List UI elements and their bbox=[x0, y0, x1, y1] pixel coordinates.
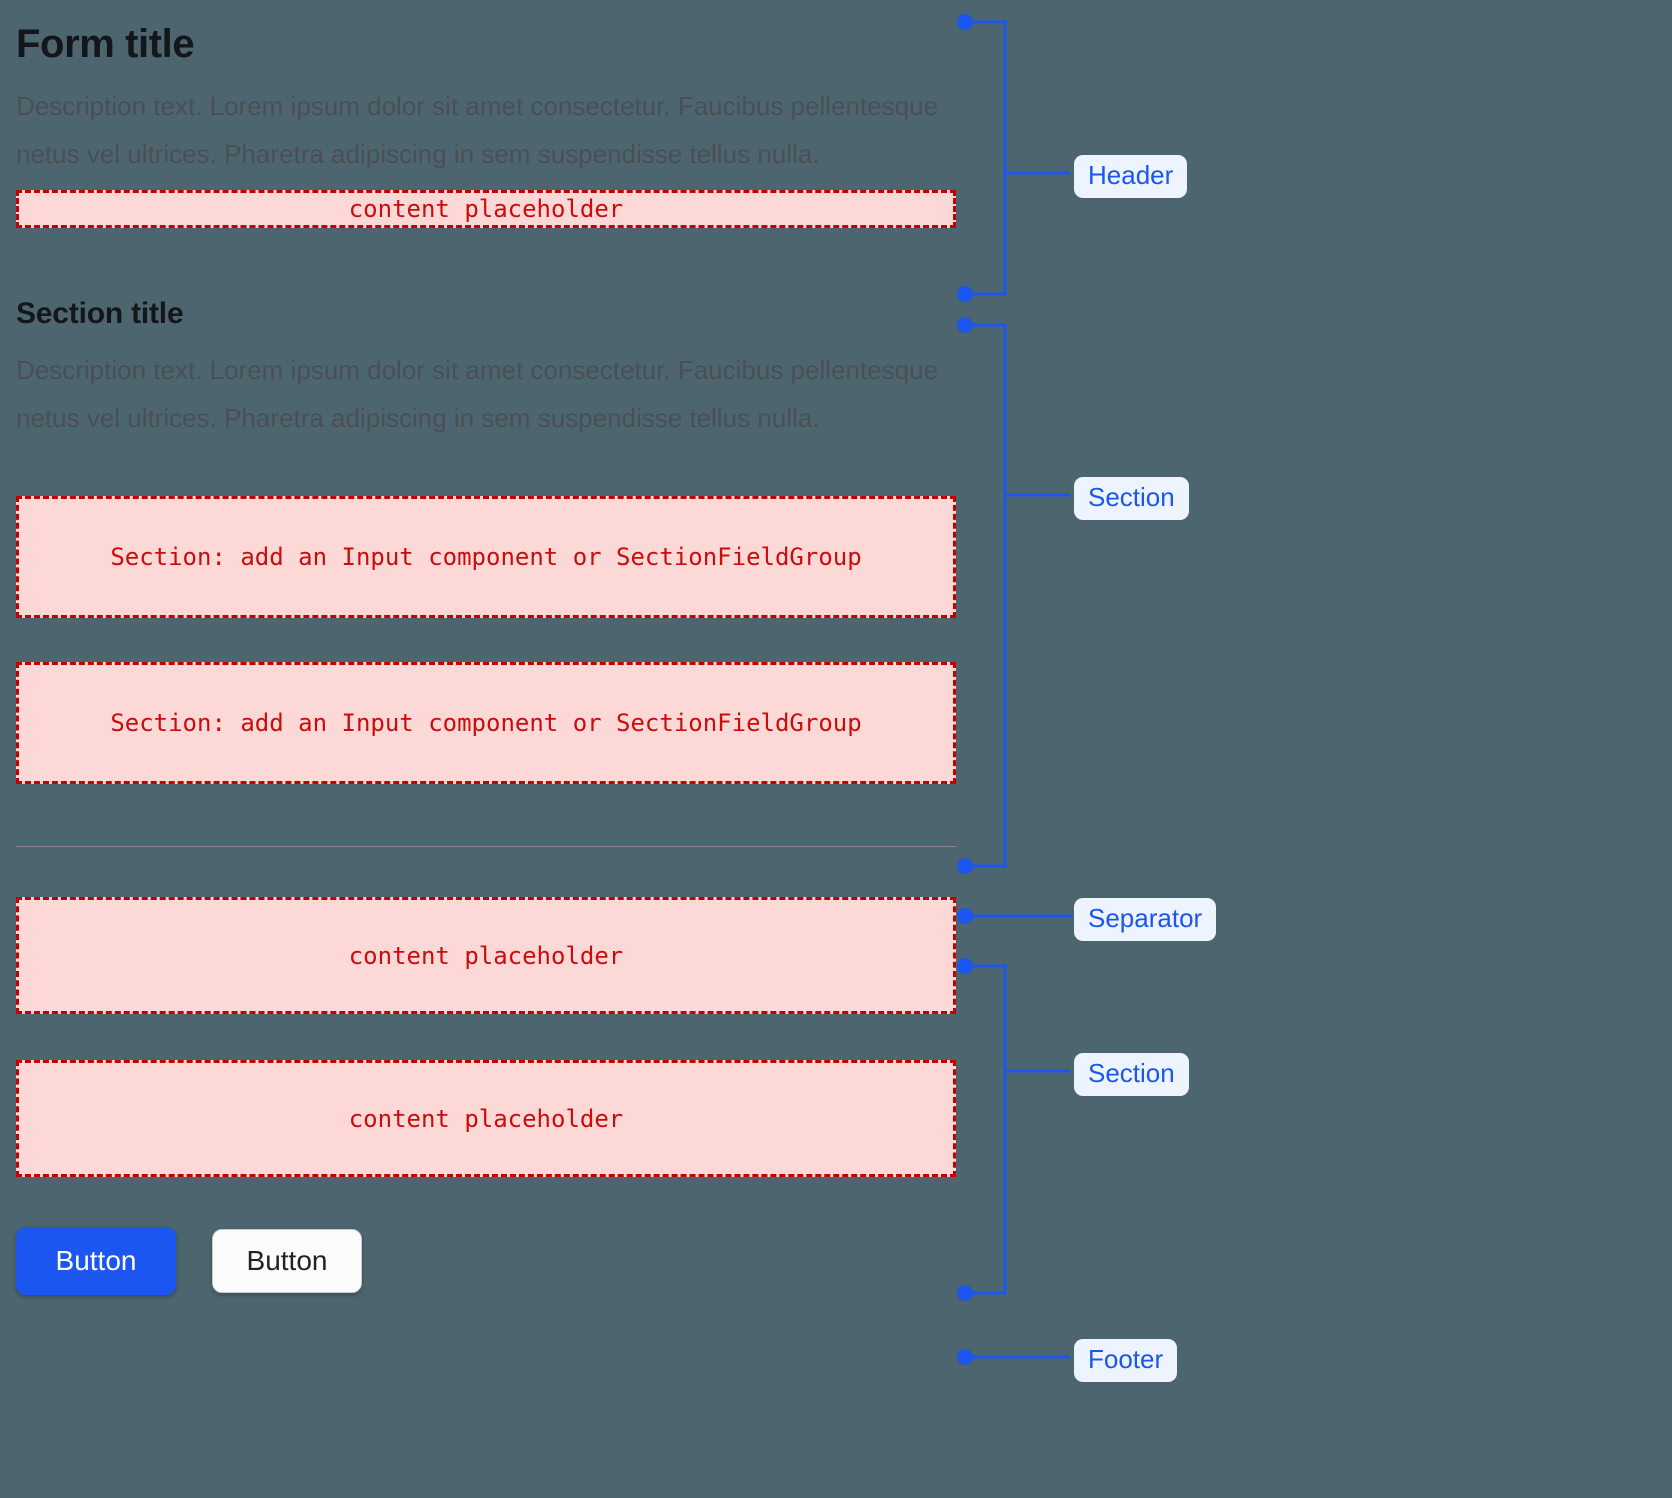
annotation-label-footer[interactable]: Footer bbox=[1074, 1339, 1178, 1382]
header-content-placeholder[interactable]: content placeholder bbox=[16, 190, 956, 228]
section-description: Description text. Lorem ipsum dolor sit … bbox=[16, 355, 939, 433]
page-title: Form title bbox=[16, 22, 195, 66]
section-content-placeholder[interactable]: content placeholder bbox=[16, 1060, 956, 1177]
section-field-placeholder[interactable]: Section: add an Input component or Secti… bbox=[16, 496, 956, 618]
section-content-placeholder[interactable]: content placeholder bbox=[16, 897, 956, 1014]
header-placeholder-label: content placeholder bbox=[348, 195, 624, 223]
section-field-placeholder-label: Section: add an Input component or Secti… bbox=[110, 543, 862, 571]
section-content-placeholder-label: content placeholder bbox=[348, 1104, 624, 1133]
annotation-label-section-two[interactable]: Section bbox=[1074, 1053, 1189, 1096]
form-section-one-region: Section title Description text. Lorem ip… bbox=[16, 296, 1018, 784]
secondary-button[interactable]: Button bbox=[212, 1229, 362, 1293]
form-header-region: Form title Description text. Lorem ipsum… bbox=[16, 20, 1018, 228]
section-title: Section title bbox=[16, 297, 184, 330]
annotation-label-section-one[interactable]: Section bbox=[1074, 477, 1189, 520]
separator-rule bbox=[16, 846, 956, 847]
primary-button[interactable]: Button bbox=[16, 1227, 176, 1295]
header-description: Description text. Lorem ipsum dolor sit … bbox=[16, 91, 939, 169]
section-content-placeholder-label: content placeholder bbox=[348, 941, 624, 970]
form-content-column: Form title Description text. Lorem ipsum… bbox=[16, 0, 1018, 1295]
section-field-placeholder-label: Section: add an Input component or Secti… bbox=[110, 709, 862, 737]
annotation-label-separator[interactable]: Separator bbox=[1074, 898, 1217, 941]
form-section-two-region: content placeholder content placeholder bbox=[16, 897, 1018, 1177]
anchor-dot-footer bbox=[957, 1349, 973, 1365]
section-field-placeholder[interactable]: Section: add an Input component or Secti… bbox=[16, 662, 956, 784]
form-footer-region: Button Button bbox=[16, 1227, 1018, 1295]
annotation-label-header[interactable]: Header bbox=[1074, 155, 1188, 198]
